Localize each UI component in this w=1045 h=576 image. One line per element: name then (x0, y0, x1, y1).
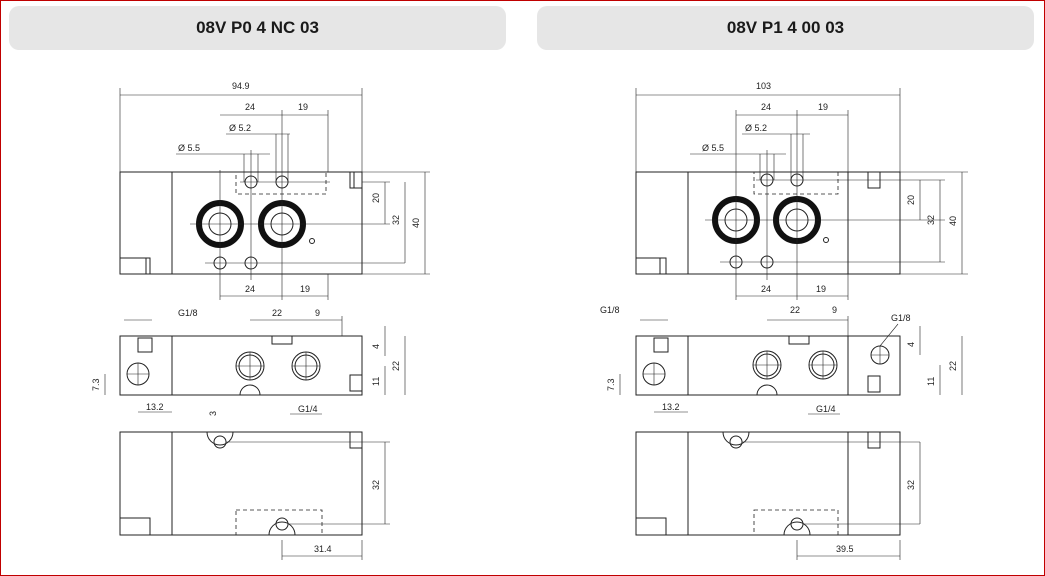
right-g14: G1/4 (816, 404, 836, 414)
right-side-dim-11: 11 (926, 377, 936, 386)
right-model-title-bar: 08V P1 4 00 03 (537, 6, 1034, 50)
left-bottom-body (119, 431, 363, 536)
right-dim-40: 40 (948, 216, 958, 226)
left-dim-20: 20 (371, 193, 381, 203)
left-dia-5-5: Ø 5.5 (178, 143, 200, 153)
left-overall-width: 94.9 (232, 81, 250, 91)
left-side-dim-13-2: 13.2 (146, 402, 164, 412)
right-overall-width: 103 (756, 81, 771, 91)
left-side-dim-22v: 22 (391, 361, 401, 371)
left-side-dim-11: 11 (371, 377, 381, 386)
left-side-dim-3: 3 (208, 411, 218, 416)
right-bottom-dim-32: 32 (906, 480, 916, 490)
right-side-dim-22v: 22 (948, 361, 958, 371)
left-bottom-dim: 31.4 (314, 544, 332, 554)
left-side-body (119, 335, 363, 396)
right-side-view: G1/8 22 9 G1/8 4 22 11 7.3 13.2 G1/4 (600, 305, 963, 415)
left-bottom-dim-32: 32 (371, 480, 381, 490)
left-dia-5-2: Ø 5.2 (229, 123, 251, 133)
left-dim-19-top: 19 (298, 102, 308, 112)
left-dim-24-bottom: 24 (245, 284, 255, 294)
left-side-dim-9: 9 (315, 308, 320, 318)
right-dim-24-bottom: 24 (761, 284, 771, 294)
right-g18-left: G1/8 (600, 305, 620, 315)
left-side-view: G1/8 22 9 4 22 11 7.3 13.2 3 G1/4 (91, 308, 406, 416)
right-side-dim-13-2: 13.2 (662, 402, 680, 412)
left-model-title: 08V P0 4 NC 03 (196, 18, 319, 37)
right-dia-5-5: Ø 5.5 (702, 143, 724, 153)
right-dim-32: 32 (926, 215, 936, 225)
right-top-view: 103 24 19 Ø 5.2 Ø 5.5 20 32 40 24 19 (635, 81, 968, 300)
right-side-dim-4: 4 (906, 342, 916, 347)
right-bottom-view: 32 39.5 (635, 431, 921, 560)
left-dim-32: 32 (391, 215, 401, 225)
right-bottom-dim: 39.5 (836, 544, 854, 554)
left-g14: G1/4 (298, 404, 318, 414)
left-side-dim-4: 4 (371, 344, 381, 349)
right-side-body (635, 335, 901, 396)
left-side-dim-7-3: 7.3 (91, 378, 101, 391)
left-bottom-view: 32 31.4 (119, 431, 390, 560)
right-top-body (635, 171, 901, 275)
right-side-dim-22: 22 (790, 305, 800, 315)
left-g18: G1/8 (178, 308, 198, 318)
right-dim-20: 20 (906, 195, 916, 205)
right-side-dim-7-3: 7.3 (606, 378, 616, 391)
right-model-title: 08V P1 4 00 03 (726, 18, 845, 37)
right-dia-5-2: Ø 5.2 (745, 123, 767, 133)
left-top-body (119, 171, 363, 275)
left-dim-40: 40 (411, 218, 421, 228)
right-dim-19-bottom: 19 (816, 284, 826, 294)
right-g18-right: G1/8 (891, 313, 911, 323)
right-bottom-body (635, 431, 901, 536)
right-dim-24-top: 24 (761, 102, 771, 112)
right-dim-19-top: 19 (818, 102, 828, 112)
left-side-dim-22: 22 (272, 308, 282, 318)
right-side-dim-9: 9 (832, 305, 837, 315)
left-top-view: 94.9 24 19 Ø 5.2 Ø 5.5 20 32 40 24 19 (119, 81, 430, 300)
left-dim-19-bottom: 19 (300, 284, 310, 294)
left-model-title-bar: 08V P0 4 NC 03 (9, 6, 506, 50)
left-dim-24-top: 24 (245, 102, 255, 112)
